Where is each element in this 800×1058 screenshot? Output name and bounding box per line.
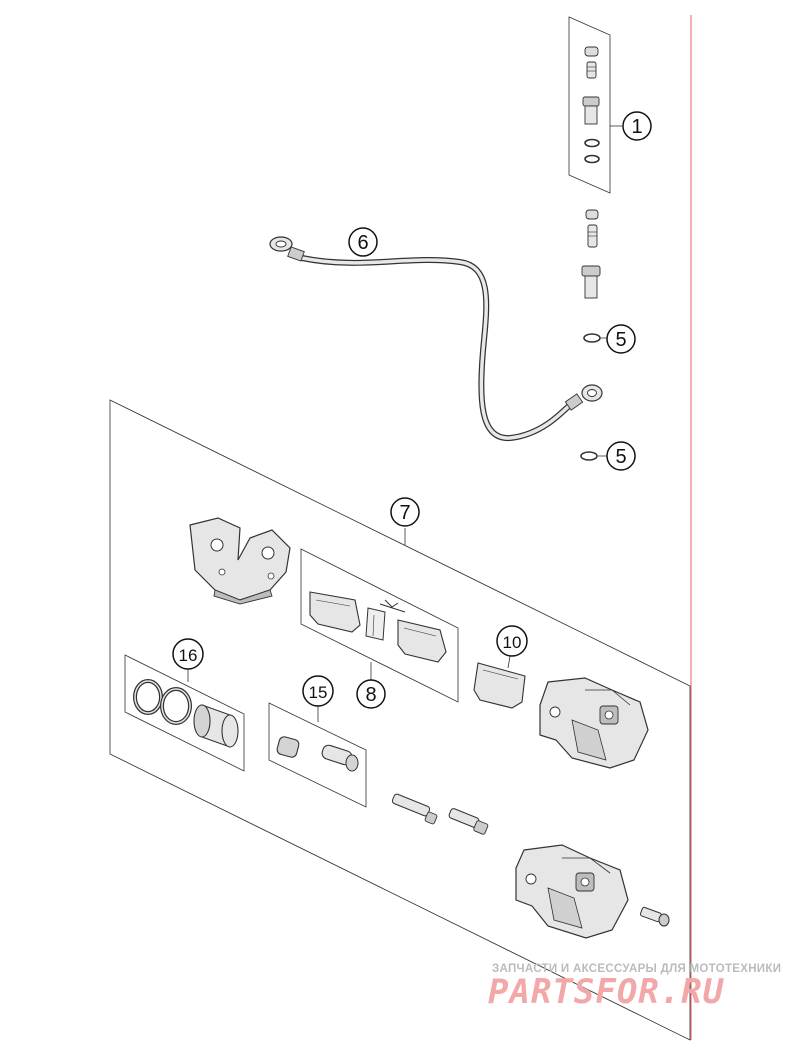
piston-seals-group — [124, 654, 245, 772]
svg-text:5: 5 — [615, 329, 626, 351]
svg-text:8: 8 — [365, 684, 376, 706]
svg-text:1: 1 — [631, 116, 642, 138]
svg-text:5: 5 — [615, 446, 626, 468]
callout-10: 10 — [496, 625, 528, 657]
svg-text:16: 16 — [179, 646, 198, 665]
callout-6: 6 — [348, 227, 378, 257]
caliper-bracket — [189, 517, 291, 605]
svg-text:6: 6 — [357, 232, 368, 254]
svg-text:7: 7 — [399, 502, 410, 524]
slide-pins — [391, 793, 489, 835]
caliper-assembly-box — [109, 399, 691, 1041]
callout-5-upper: 5 — [606, 324, 636, 354]
kit-1-group — [568, 16, 622, 194]
caliper-body — [539, 677, 649, 769]
brake-hose — [269, 236, 603, 442]
pin-boots-group — [268, 702, 367, 808]
watermark-brand: PARTSFOR.RU — [488, 972, 725, 1012]
bleeder-and-banjo-parts — [580, 209, 607, 461]
callout-8: 8 — [356, 679, 386, 709]
svg-text:15: 15 — [309, 683, 328, 702]
callout-7: 7 — [390, 497, 420, 527]
callout-16: 16 — [172, 638, 204, 670]
callout-1: 1 — [622, 111, 652, 141]
callout-5-lower: 5 — [606, 441, 636, 471]
brake-pads-group — [300, 548, 459, 703]
callout-15: 15 — [302, 675, 334, 707]
caliper-body-complete — [515, 844, 670, 939]
svg-text:10: 10 — [503, 633, 522, 652]
watermark-tagline: ЗАПЧАСТИ И АКСЕССУАРЫ ДЛЯ МОТОТЕХНИКИ — [492, 963, 782, 975]
anti-rattle-plate — [473, 655, 526, 709]
